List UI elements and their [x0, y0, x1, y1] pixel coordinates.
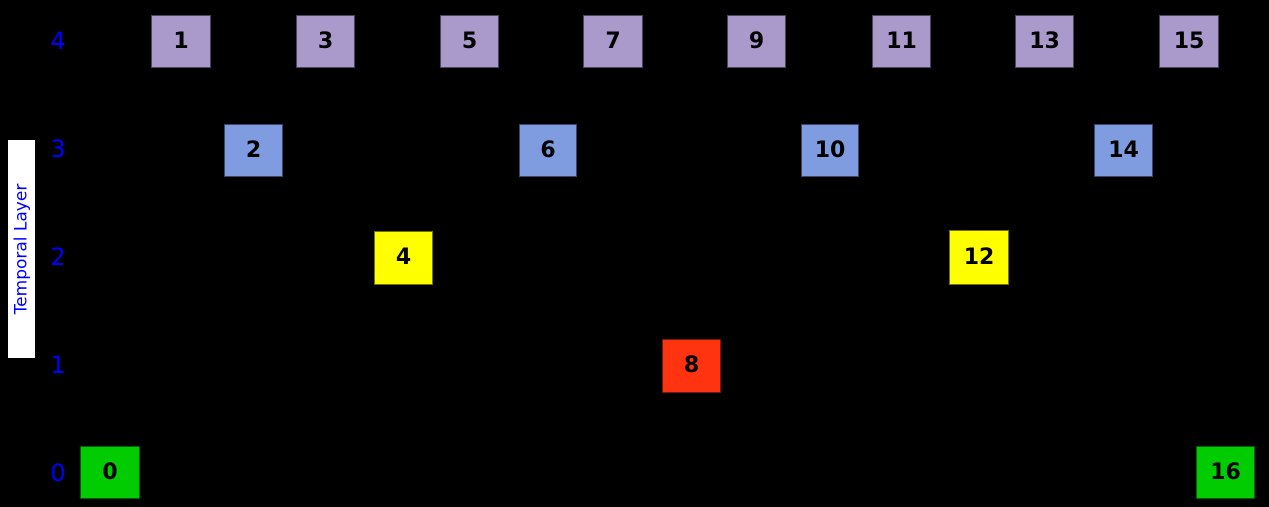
- frame-node[interactable]: 1: [151, 15, 211, 68]
- y-axis-tick: 2: [50, 243, 66, 271]
- frame-node[interactable]: 15: [1159, 15, 1219, 68]
- frame-node[interactable]: 13: [1015, 15, 1074, 68]
- frame-node[interactable]: 0: [80, 446, 140, 499]
- y-axis-title-container: Temporal Layer: [8, 140, 35, 358]
- y-axis-tick: 1: [50, 351, 66, 379]
- frame-node[interactable]: 14: [1094, 124, 1153, 177]
- y-axis-tick: 3: [50, 135, 66, 163]
- frame-node[interactable]: 2: [224, 124, 283, 177]
- frame-node[interactable]: 10: [801, 124, 859, 177]
- y-axis-tick: 0: [50, 459, 66, 487]
- y-axis-tick: 4: [50, 27, 66, 55]
- frame-node[interactable]: 8: [662, 339, 721, 393]
- frame-node[interactable]: 12: [949, 230, 1009, 285]
- frame-node[interactable]: 4: [374, 231, 433, 285]
- frame-node[interactable]: 5: [440, 15, 499, 68]
- frame-node[interactable]: 6: [519, 124, 577, 177]
- y-axis-title: Temporal Layer: [11, 183, 32, 315]
- frame-node[interactable]: 3: [296, 15, 355, 68]
- frame-node[interactable]: 7: [583, 15, 643, 68]
- frame-node[interactable]: 11: [872, 15, 931, 68]
- frame-node[interactable]: 16: [1196, 446, 1255, 499]
- frame-node[interactable]: 9: [727, 15, 786, 68]
